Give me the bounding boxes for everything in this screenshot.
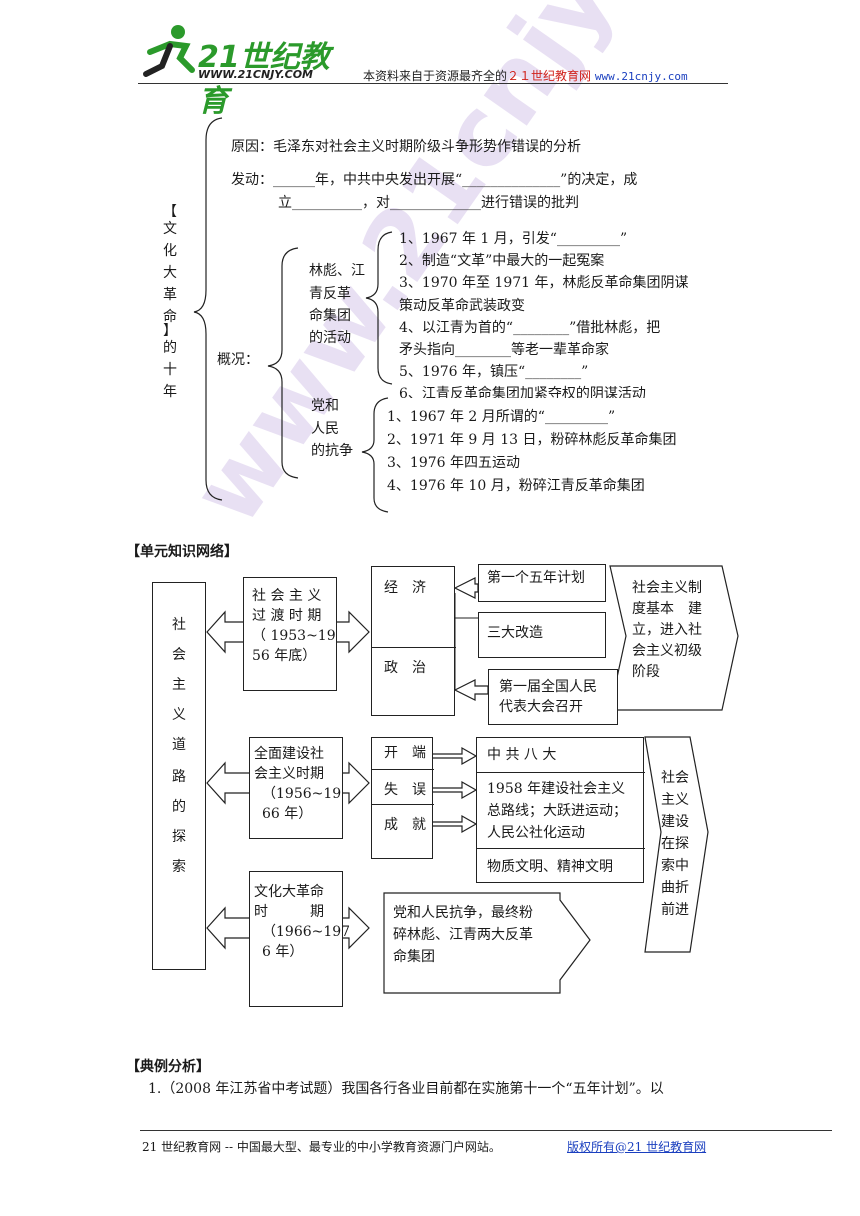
header-url-link[interactable]: www.21cnjy.com (594, 70, 688, 83)
period3-result: 党和人民抗争，最终粉 碎林彪、江青两大反革 命集团 (393, 905, 533, 965)
reason-text: 原因：毛泽东对社会主义时期阶级斗争形势作错误的分析 (231, 139, 581, 155)
overview-label: 概况： (217, 352, 259, 368)
period2-mid-box: 开 端 失 误 成 就 (371, 737, 434, 859)
network-section-title: 【单元知识网络】 (126, 544, 238, 560)
launch-line-2: 立__________，对_____________进行错误的批判 (278, 195, 579, 211)
npc-box: 第一届全国人民 代表大会召开 (488, 669, 618, 725)
logo-url: WWW.21CNJY.COM (198, 68, 313, 81)
logo: 21世纪教育 WWW.21CNJY.COM (140, 22, 340, 119)
main-topic-box: 社 会 主 义 道 路 的 探 索 (152, 582, 206, 970)
period1-mid-box: 经 济 政 治 (371, 566, 456, 716)
footer-copyright-link[interactable]: 版权所有@21 世纪教育网 (567, 1140, 707, 1154)
header-rule (138, 83, 728, 84)
header-note: 本资料来自于资源最齐全的２１世纪教育网 www.21cnjy.com (363, 69, 688, 83)
footer-left: 21 世纪教育网 -- 中国最大型、最专业的中小学教育资源门户网站。 (142, 1140, 501, 1154)
runner-icon (143, 25, 195, 77)
question-1: 1.（2008 年江苏省中考试题）我国各行各业目前都在实施第十一个“五年计划”。… (148, 1081, 664, 1097)
period3-box: 文化大革命 时 期 （1966~197 6 年） (249, 871, 350, 1007)
period1-box: 社 会 主 义 过 渡 时 期 （ 1953~19 56 年底） (243, 577, 337, 691)
period2-result: 社会 主义 建设 在探 索中 曲折 前进 (661, 770, 689, 918)
three-reforms-box: 三大改造 (478, 612, 606, 658)
period1-result: 社会主义制 度基本 建 立，进入社 会主义初级 阶段 (632, 580, 702, 680)
logo-text: 21世纪教育 (198, 40, 330, 119)
launch-line-1: 发动：______年，中共中央发出开展“______________”的决定，成 (231, 172, 638, 188)
examples-section-title: 【典例分析】 (126, 1059, 210, 1075)
footer-rule (140, 1130, 832, 1131)
period2-right-box: 中 共 八 大 1958 年建设社会主义 总路线；大跃进运动； 人民公社化运动 … (476, 737, 645, 883)
period2-box: 全面建设社 会主义时期 （1956~19 66 年） (249, 737, 343, 839)
five-year-plan-box: 第一个五年计划 (478, 564, 606, 602)
header-brand[interactable]: ２１世纪教育网 (507, 69, 592, 83)
